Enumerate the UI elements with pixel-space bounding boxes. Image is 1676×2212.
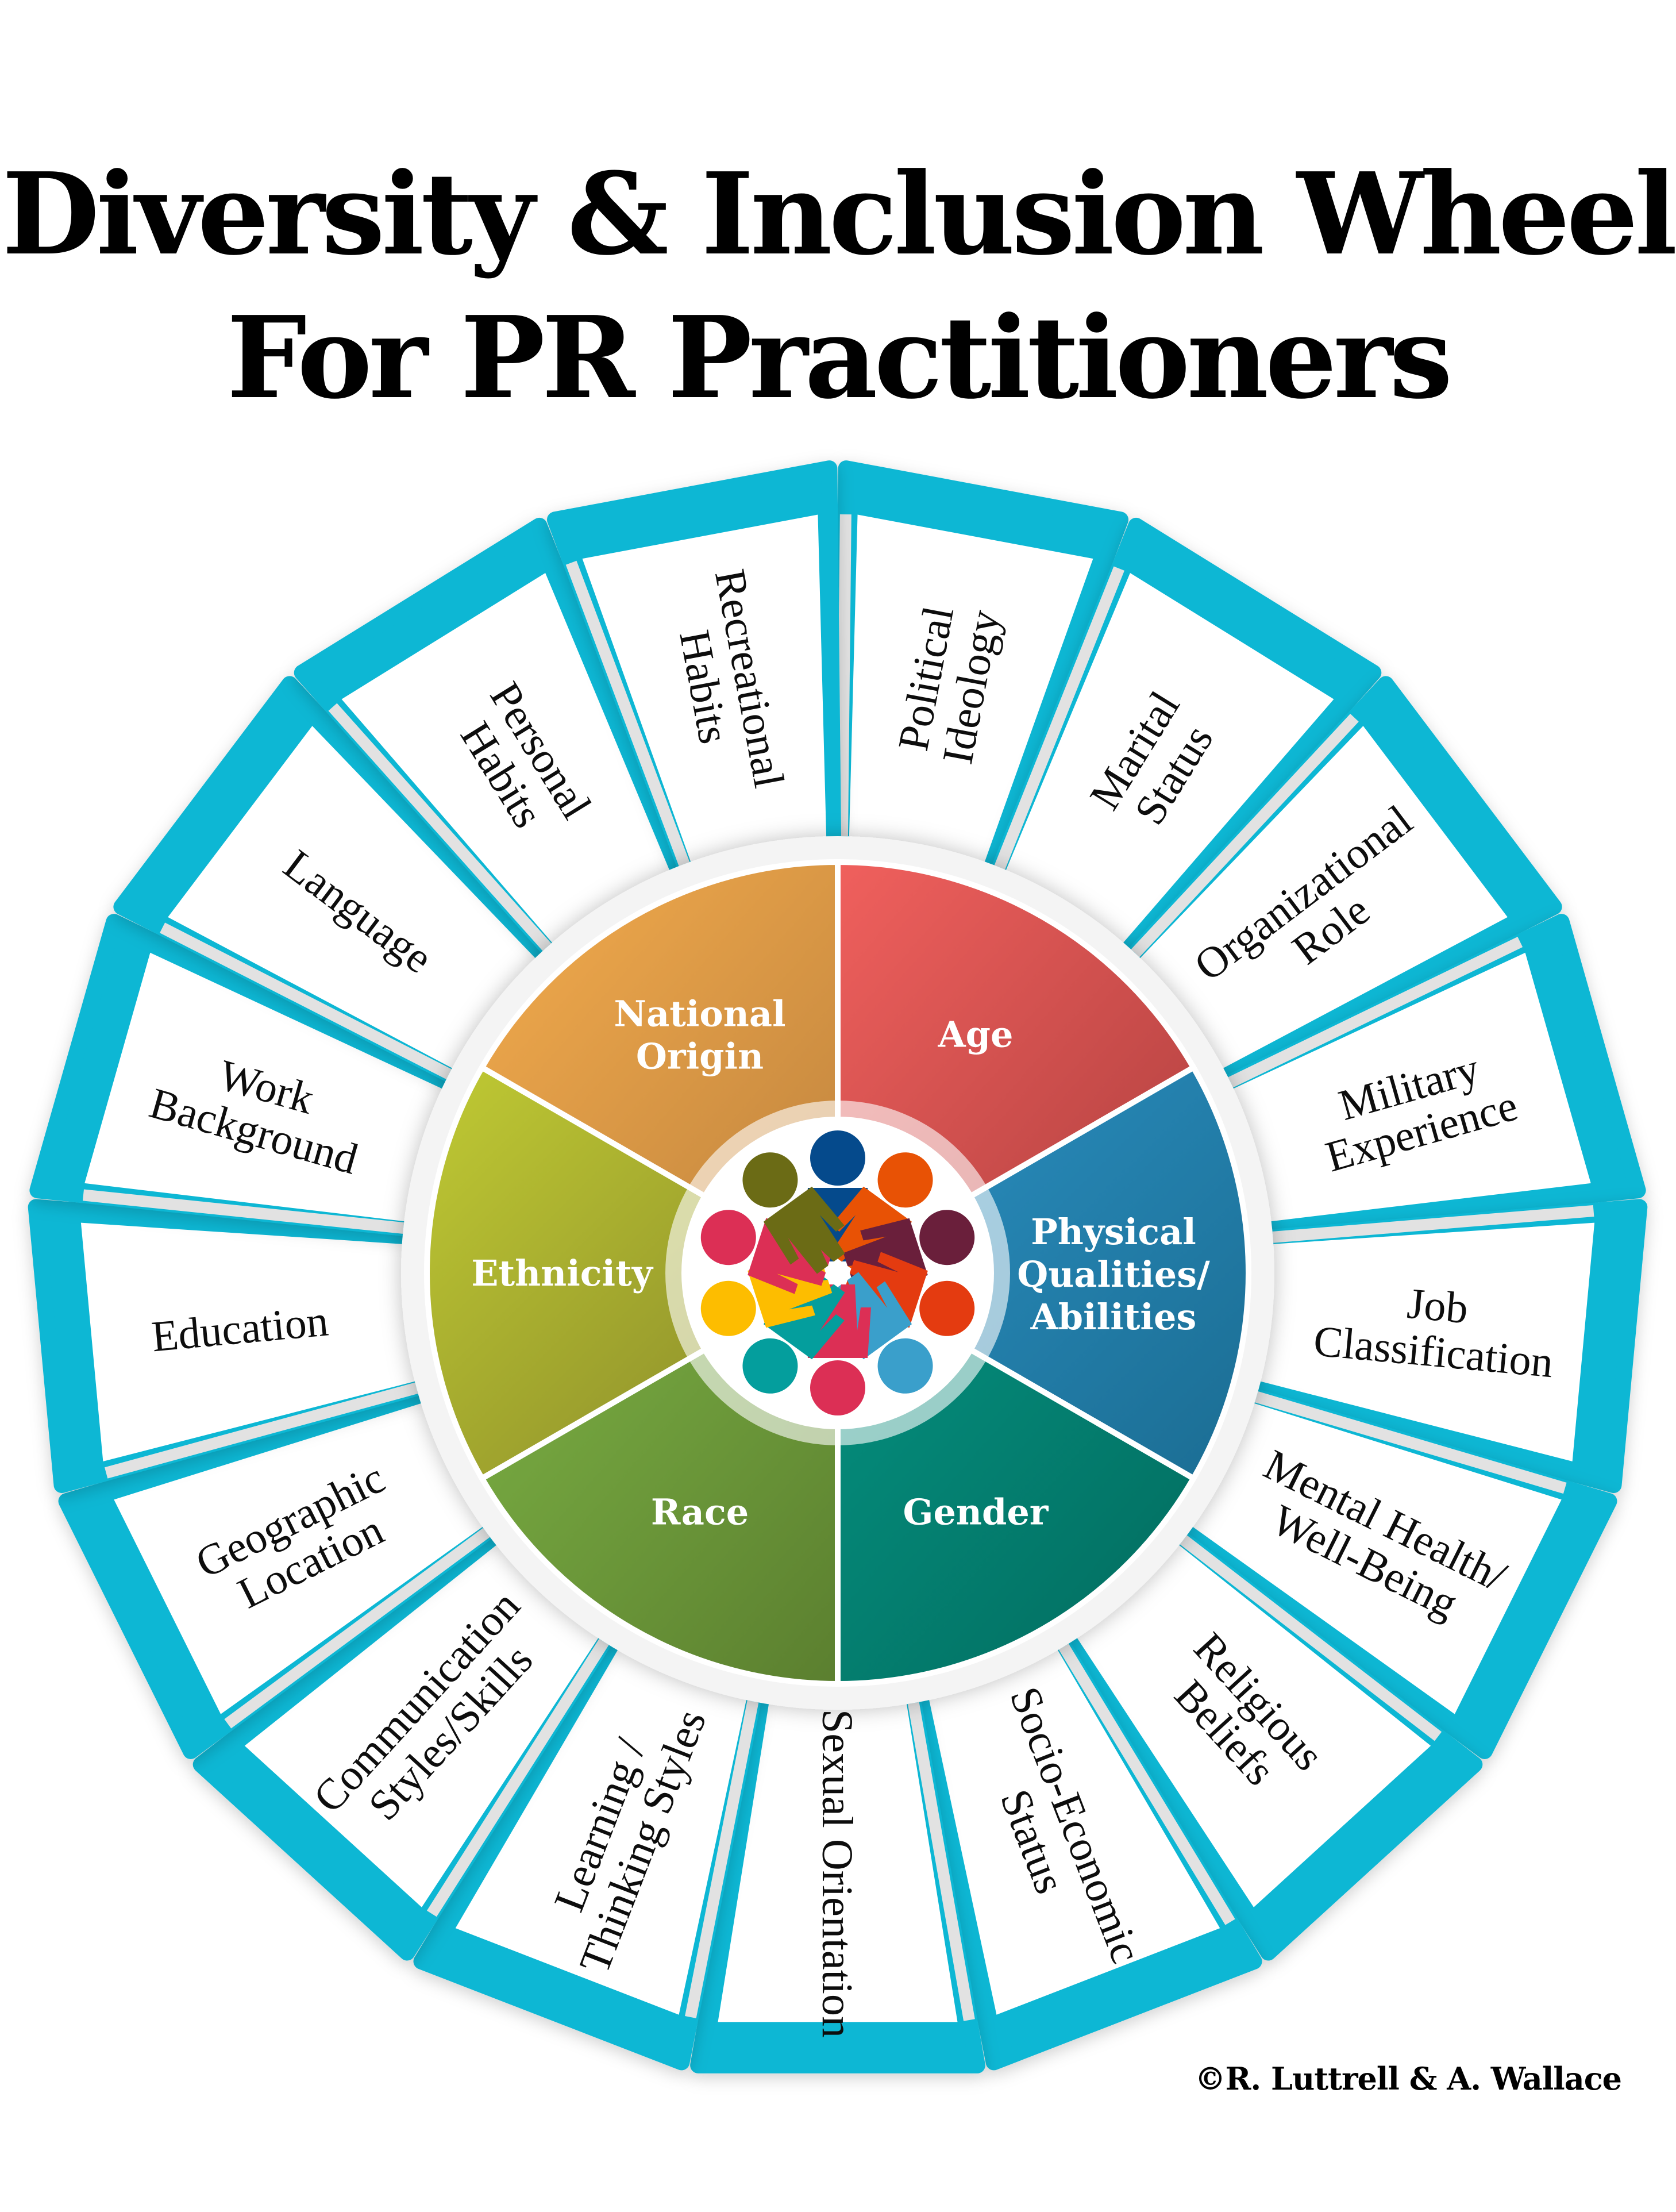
title-line-1: Diversity & Inclusion Wheel [2, 148, 1676, 280]
inner-segment-label: Gender [903, 1491, 1049, 1533]
inner-segment-label: Race [651, 1491, 749, 1533]
outer-segment-label: Sexual Orientation [813, 1709, 861, 2038]
outer-segment: GeographicLocation [58, 1388, 495, 1759]
outer-segment: ReligiousBeliefs [1063, 1532, 1483, 1961]
outer-segment: CommunicationStyles/Skills [192, 1532, 612, 1961]
outer-segment-label: MilitaryExperience [1308, 1037, 1523, 1181]
outer-segment: Socio-EconomicStatus [914, 1638, 1262, 2071]
outer-segment: Sexual Orientation [690, 1695, 985, 2073]
outer-segment: Mental Health/Well-Being [1181, 1388, 1617, 1759]
copyright-credit: ©R. Luttrell & A. Wallace [1195, 2060, 1622, 2097]
inner-segment: Ethnicity [424, 1063, 843, 1483]
people-circle-icon [665, 1101, 1010, 1445]
outer-segment: RecreationalHabits [546, 460, 842, 872]
outer-segment: Language [113, 676, 549, 1083]
person-figure-icon [742, 1152, 845, 1274]
outer-segment: OrganizationalRole [1127, 676, 1562, 1083]
outer-segment: PoliticalIdeology [834, 460, 1129, 872]
title-line-2: For PR Practitioners [226, 292, 1453, 424]
outer-segment: MaritalStatus [991, 517, 1382, 956]
inner-segment-label: Age [938, 1013, 1014, 1055]
outer-segment: WorkBackground [29, 914, 453, 1236]
outer-segment: PersonalHabits [294, 517, 684, 956]
outer-segment: Learning /Thinking Styles [413, 1638, 761, 2071]
inner-segment-label: Ethnicity [471, 1252, 654, 1294]
